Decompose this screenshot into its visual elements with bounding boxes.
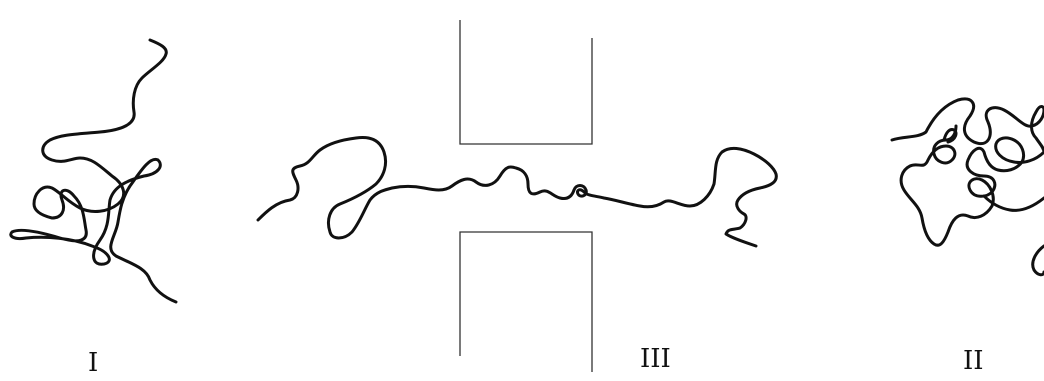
pore-lower-wall — [460, 232, 592, 372]
extended-chain-iii — [258, 138, 776, 246]
chain-label-iii: III — [640, 346, 671, 372]
collapsed-chain-ii — [892, 99, 1044, 275]
coiled-chain-i — [11, 40, 176, 302]
chain-label-ii: II — [963, 348, 984, 374]
chain-label-i: I — [88, 350, 98, 376]
pore-upper-wall — [460, 20, 592, 144]
